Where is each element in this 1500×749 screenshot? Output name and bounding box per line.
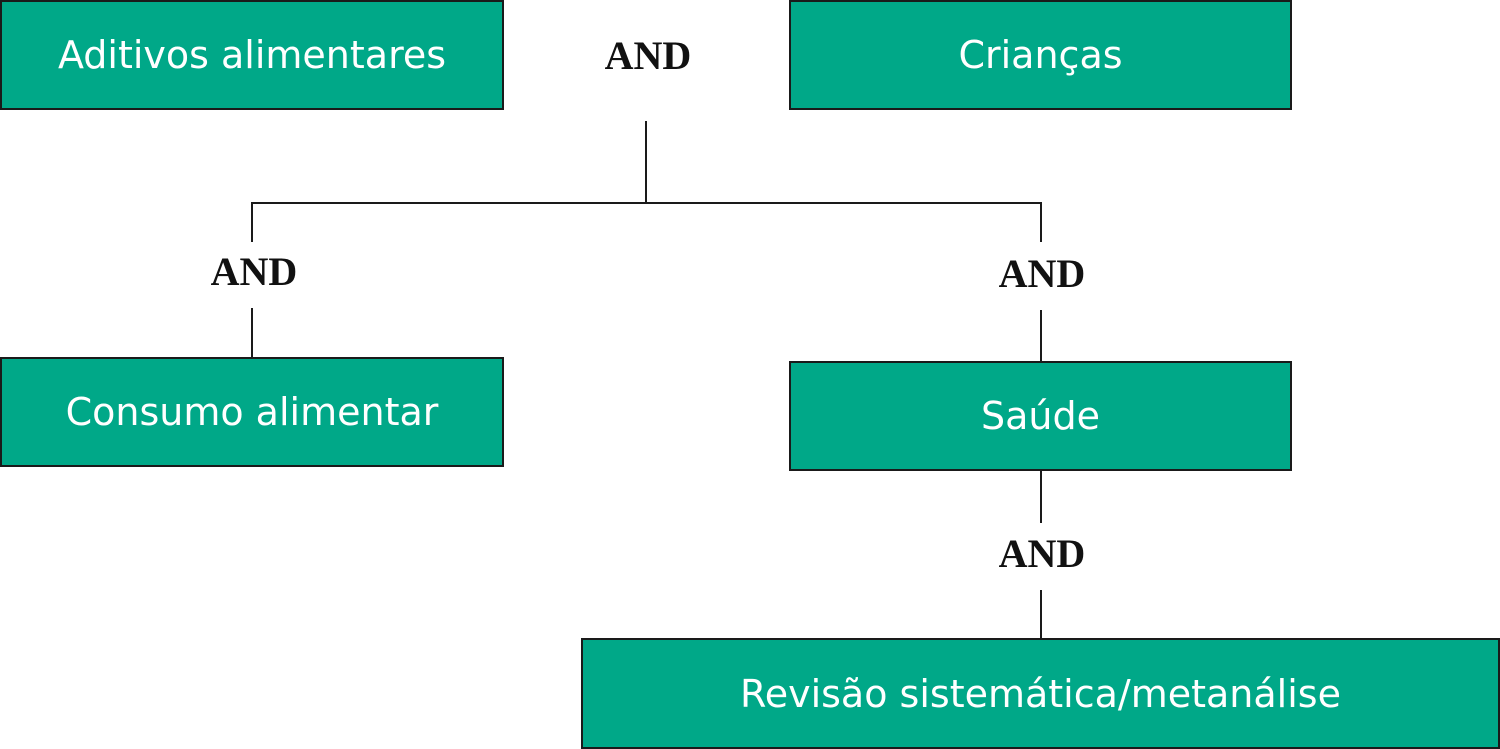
term-label: Aditivos alimentares bbox=[57, 33, 447, 77]
operator-and-bottom: AND bbox=[998, 531, 1086, 576]
connector-line bbox=[1040, 310, 1042, 362]
connector-line bbox=[1040, 590, 1042, 639]
connector-line bbox=[251, 308, 253, 358]
term-box-criancas: Crianças bbox=[789, 0, 1292, 110]
connector-line bbox=[251, 202, 253, 242]
connector-line bbox=[645, 121, 647, 204]
operator-and-top: AND bbox=[604, 33, 692, 78]
term-box-consumo: Consumo alimentar bbox=[0, 357, 504, 467]
term-label: Crianças bbox=[958, 33, 1123, 77]
connector-line bbox=[1040, 202, 1042, 242]
operator-and-left: AND bbox=[210, 249, 298, 294]
term-box-revisao: Revisão sistemática/metanálise bbox=[581, 638, 1500, 749]
term-label: Saúde bbox=[981, 394, 1100, 438]
term-box-aditivos: Aditivos alimentares bbox=[0, 0, 504, 110]
term-box-saude: Saúde bbox=[789, 361, 1292, 471]
connector-line bbox=[1040, 471, 1042, 523]
connector-line bbox=[251, 202, 1042, 204]
term-label: Revisão sistemática/metanálise bbox=[740, 671, 1341, 716]
operator-and-right: AND bbox=[998, 251, 1086, 296]
term-label: Consumo alimentar bbox=[65, 390, 439, 434]
